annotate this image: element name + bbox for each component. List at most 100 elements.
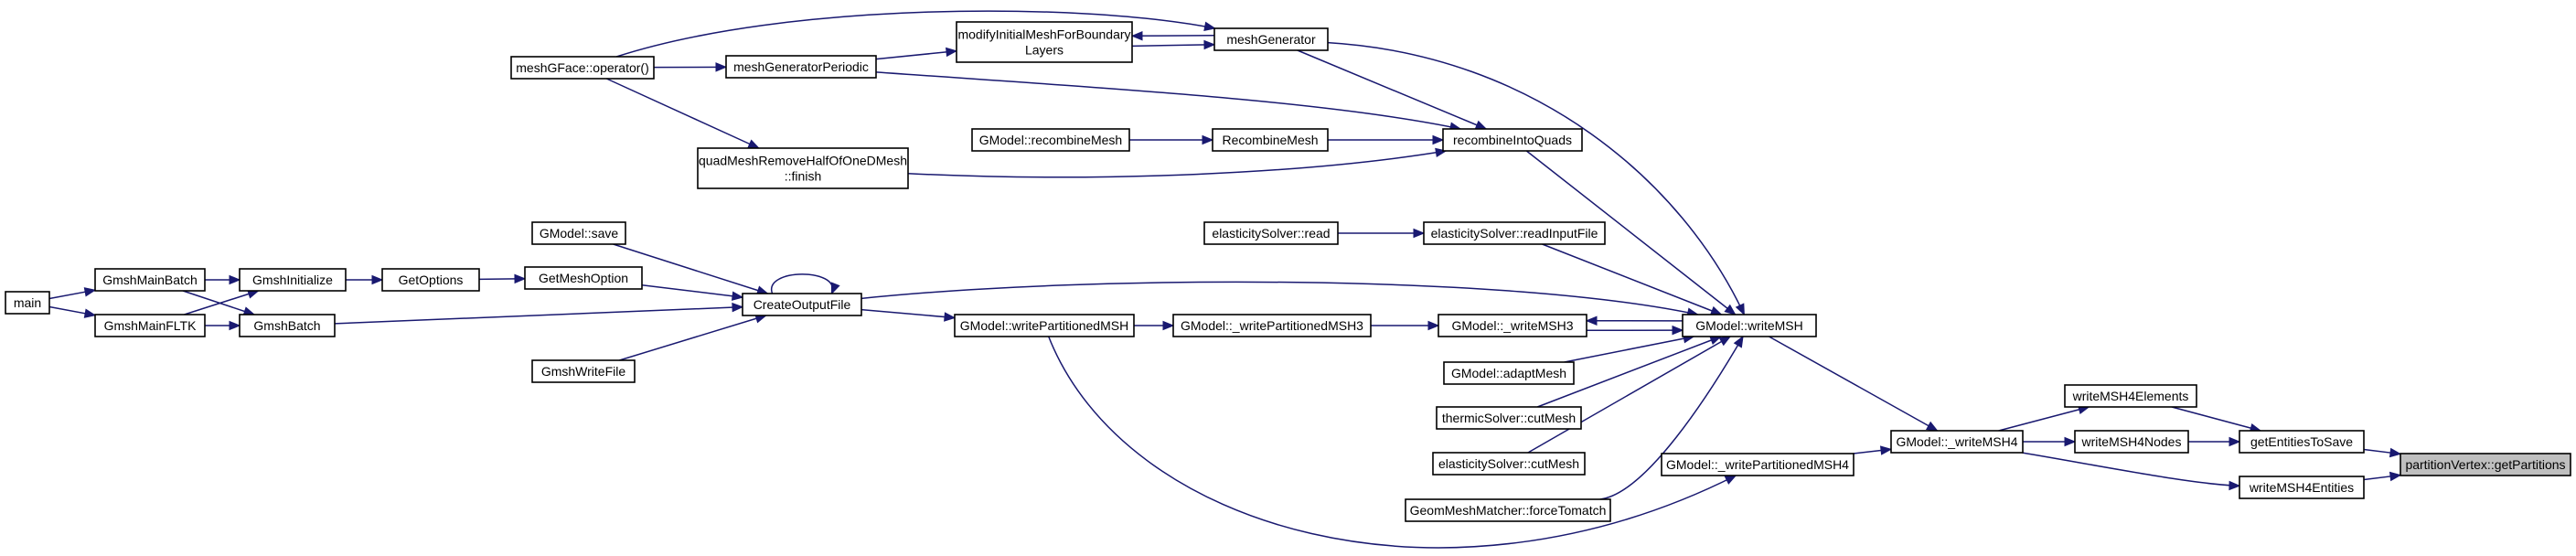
- node-gmshMainFLTK[interactable]: GmshMainFLTK: [94, 314, 206, 337]
- node-label: recombineIntoQuads: [1453, 133, 1572, 147]
- node-box: [1203, 221, 1339, 245]
- edge-createOutputFile-to-writeMSH: [860, 281, 1699, 317]
- node-gmshInitialize[interactable]: GmshInitialize: [239, 268, 347, 292]
- node-label: GModel::_writeMSH3: [1451, 318, 1573, 333]
- node-box: [2074, 430, 2189, 454]
- edge-writePartitionedMSH-to-writePartitionedMSH4: [1048, 336, 1737, 549]
- node-gmshMainBatch[interactable]: GmshMainBatch: [94, 268, 206, 292]
- edge-arrowhead: [1413, 228, 1426, 239]
- node-writePartitionedMSH3[interactable]: GModel::_writePartitionedMSH3: [1172, 314, 1372, 337]
- edge-writeMSH4-to-writeMSH4Nodes: [2023, 436, 2077, 447]
- node-box: [2239, 430, 2365, 454]
- edge-writePartitionedMSH3-to-writeMSH3: [1371, 320, 1440, 331]
- edge-line: [334, 305, 743, 325]
- edge-writeMSH4Elements-to-getEntitiesToSave: [2171, 406, 2262, 433]
- node-box: [1436, 406, 1582, 430]
- edge-line: [1599, 336, 1744, 500]
- node-label: GmshMainBatch: [102, 273, 197, 287]
- node-meshGeneratorPeriodic[interactable]: meshGeneratorPeriodic: [725, 55, 877, 79]
- node-label: ::finish: [785, 169, 821, 184]
- node-box: [954, 314, 1135, 337]
- edge-getMeshOption-to-createOutputFile: [641, 284, 744, 301]
- edge-arrowhead: [946, 47, 958, 58]
- edge-writeMSH4Nodes-to-getEntitiesToSave: [2188, 436, 2241, 447]
- node-writeMSH4[interactable]: GModel::_writeMSH4: [1890, 430, 2024, 454]
- node-meshGFaceOperator[interactable]: meshGFace::operator(): [510, 56, 655, 80]
- node-label: partitionVertex::getPartitions: [2405, 457, 2565, 472]
- node-writeMSH4Entities[interactable]: writeMSH4Entities: [2239, 476, 2365, 499]
- node-label: CreateOutputFile: [754, 297, 851, 312]
- edge-arrowhead: [830, 282, 840, 295]
- node-box: [1442, 128, 1583, 152]
- node-gmodelRecombineMesh[interactable]: GModel::recombineMesh: [971, 128, 1130, 152]
- node-label: GetMeshOption: [539, 271, 628, 285]
- node-writeMSH3[interactable]: GModel::_writeMSH3: [1438, 314, 1587, 337]
- edge-arrowhead: [715, 62, 728, 72]
- edge-main-to-gmshMainBatch: [48, 287, 97, 300]
- node-recombineMesh[interactable]: RecombineMesh: [1212, 128, 1329, 152]
- node-partitionVertex[interactable]: partitionVertex::getPartitions: [2400, 453, 2571, 476]
- node-box: [531, 221, 626, 245]
- node-gmodelSave[interactable]: GModel::save: [531, 221, 626, 245]
- edge-adaptMesh-to-writeMSH: [1564, 334, 1695, 363]
- edge-forceTomatch-to-writeMSH: [1599, 335, 1744, 500]
- edge-arrowhead: [2389, 447, 2402, 458]
- node-box: [94, 268, 206, 292]
- edge-line: [1048, 336, 1737, 549]
- edge-arrowhead: [514, 273, 527, 284]
- edge-line: [184, 290, 259, 315]
- edge-gmshMainFLTK-to-gmshBatch: [205, 320, 241, 331]
- node-getEntitiesToSave[interactable]: getEntitiesToSave: [2239, 430, 2365, 454]
- node-createOutputFile[interactable]: CreateOutputFile: [742, 293, 862, 316]
- node-main[interactable]: main: [5, 291, 50, 315]
- node-writeMSH4Elements[interactable]: writeMSH4Elements: [2064, 384, 2197, 408]
- edge-gmshInitialize-to-getOptions: [346, 274, 384, 285]
- node-label: GModel::_writePartitionedMSH4: [1666, 457, 1849, 472]
- edge-arrowhead: [1925, 421, 1939, 432]
- node-label: modifyInitialMeshForBoundary: [957, 27, 1130, 42]
- node-gmshBatch[interactable]: GmshBatch: [239, 314, 336, 337]
- node-box: [1212, 128, 1329, 152]
- node-box: [239, 314, 336, 337]
- node-label: writeMSH4Nodes: [2081, 434, 2182, 449]
- edge-elasticityRead-to-elasticityReadInput: [1338, 228, 1426, 239]
- node-gmshWriteFile[interactable]: GmshWriteFile: [531, 359, 636, 383]
- node-box: [1661, 453, 1855, 476]
- node-box: [2400, 453, 2571, 476]
- edge-line: [860, 281, 1698, 315]
- edge-arrowhead: [2229, 480, 2241, 491]
- node-label: Layers: [1025, 43, 1064, 58]
- edge-elasticityReadInput-to-writeMSH: [1542, 243, 1723, 315]
- node-elasticityRead[interactable]: elasticitySolver::read: [1203, 221, 1339, 245]
- node-box: [381, 268, 480, 292]
- node-writeMSH4Nodes[interactable]: writeMSH4Nodes: [2074, 430, 2189, 454]
- node-label: GModel::writeMSH: [1695, 318, 1802, 333]
- node-elasticityReadInput[interactable]: elasticitySolver::readInputFile: [1423, 221, 1606, 245]
- edge-arrowhead: [1203, 21, 1216, 31]
- edge-getEntitiesToSave-to-partitionVertex: [2363, 447, 2402, 458]
- edge-line: [605, 78, 760, 149]
- node-label: GModel::writePartitionedMSH: [960, 318, 1128, 333]
- node-forceTomatch[interactable]: GeomMeshMatcher::forceTomatch: [1405, 498, 1611, 522]
- node-adaptMesh[interactable]: GModel::adaptMesh: [1443, 361, 1575, 385]
- node-quadMeshRemove[interactable]: quadMeshRemoveHalfOfOneDMesh::finish: [697, 147, 909, 189]
- edge-meshGFaceOperator-to-meshGeneratorPeriodic: [653, 62, 728, 72]
- node-box: [742, 293, 862, 316]
- node-label: GModel::_writeMSH4: [1896, 434, 2017, 449]
- edge-arrowhead: [747, 139, 761, 149]
- node-writePartitionedMSH4[interactable]: GModel::_writePartitionedMSH4: [1661, 453, 1855, 476]
- node-writePartitionedMSH[interactable]: GModel::writePartitionedMSH: [954, 314, 1135, 337]
- node-recombineIntoQuads[interactable]: recombineIntoQuads: [1442, 128, 1583, 152]
- node-getMeshOption[interactable]: GetMeshOption: [524, 266, 643, 290]
- node-box: [2064, 384, 2197, 408]
- node-writeMSH[interactable]: GModel::writeMSH: [1682, 314, 1817, 337]
- node-box: [1423, 221, 1606, 245]
- node-thermicCutMesh[interactable]: thermicSolver::cutMesh: [1436, 406, 1582, 430]
- edge-getOptions-to-getMeshOption: [478, 273, 527, 284]
- node-getOptions[interactable]: GetOptions: [381, 268, 480, 292]
- node-meshGenerator[interactable]: meshGenerator: [1213, 27, 1329, 51]
- node-elasticityCutMesh[interactable]: elasticitySolver::cutMesh: [1432, 452, 1586, 476]
- edge-recombineMesh-to-recombineIntoQuads: [1328, 134, 1445, 145]
- edge-line: [1542, 243, 1722, 315]
